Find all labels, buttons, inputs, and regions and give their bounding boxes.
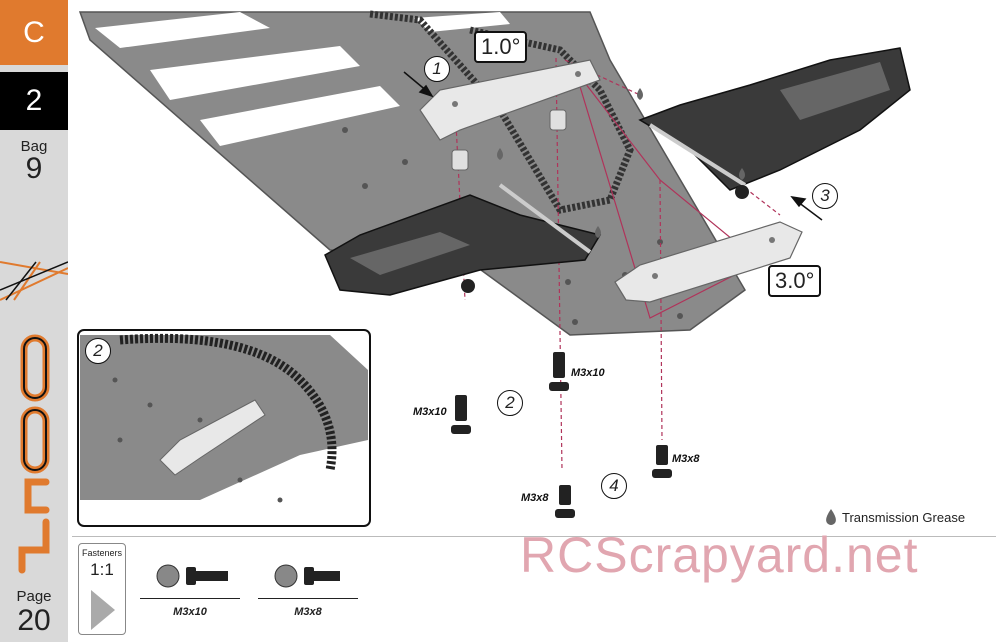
- section-letter: C: [0, 0, 68, 65]
- rear-suspension-mount: [614, 221, 803, 303]
- fastener-item: M3x8: [258, 560, 363, 630]
- screws: [451, 352, 672, 518]
- grease-drop-markers: [497, 88, 745, 238]
- footer-divider: [72, 536, 996, 537]
- fasteners-title: Fasteners: [81, 548, 123, 558]
- fastener-item: M3x10: [140, 560, 245, 630]
- direction-arrows: [403, 71, 823, 221]
- page-label: Page: [16, 588, 52, 605]
- screw-label-right: M3x8: [672, 453, 700, 465]
- page-number: 20: [17, 604, 51, 637]
- left-suspension-arm: [324, 183, 602, 296]
- step-callout-2: 2: [497, 390, 523, 416]
- step-callout-3: 3: [812, 183, 838, 209]
- right-suspension-arm: [638, 47, 911, 199]
- front-suspension-mount: [419, 59, 601, 141]
- chassis-cutouts: [95, 12, 510, 146]
- step-number: 2: [0, 72, 68, 130]
- inset-detail: [77, 329, 371, 527]
- fastener-name: M3x8: [294, 606, 322, 618]
- step-callout-4: 4: [601, 473, 627, 499]
- fasteners-scale: 1:1: [90, 560, 114, 579]
- grease-legend: Transmission Grease: [824, 508, 965, 526]
- rear-angle-label: 3.0°: [768, 265, 822, 297]
- legend-label: Transmission Grease: [842, 509, 966, 525]
- front-angle-label: 1.0°: [474, 31, 528, 63]
- brand-logo-icon: [0, 261, 68, 574]
- fastener-name: M3x10: [173, 606, 207, 618]
- screw-label-bottom: M3x8: [521, 492, 549, 504]
- grease-drop-icon: [826, 509, 836, 525]
- watermark: RCScrapyard.net: [520, 527, 919, 583]
- spacers: [451, 109, 567, 171]
- play-arrow-icon: [91, 590, 115, 630]
- screw-label-left: M3x10: [413, 406, 447, 418]
- assembly-drawing: [77, 10, 911, 527]
- screw-label-center: M3x10: [571, 367, 605, 379]
- screw-icon: [156, 564, 228, 588]
- step-callout-1: 1: [424, 56, 450, 82]
- screw-icon: [274, 564, 340, 588]
- inset-step-callout: 2: [85, 338, 111, 364]
- bag-label: Bag: [20, 138, 48, 155]
- bag-number: 9: [25, 152, 43, 185]
- sidebar: C 2 Bag 9 Page 20: [0, 0, 68, 642]
- fasteners-box: Fasteners 1:1: [78, 543, 126, 635]
